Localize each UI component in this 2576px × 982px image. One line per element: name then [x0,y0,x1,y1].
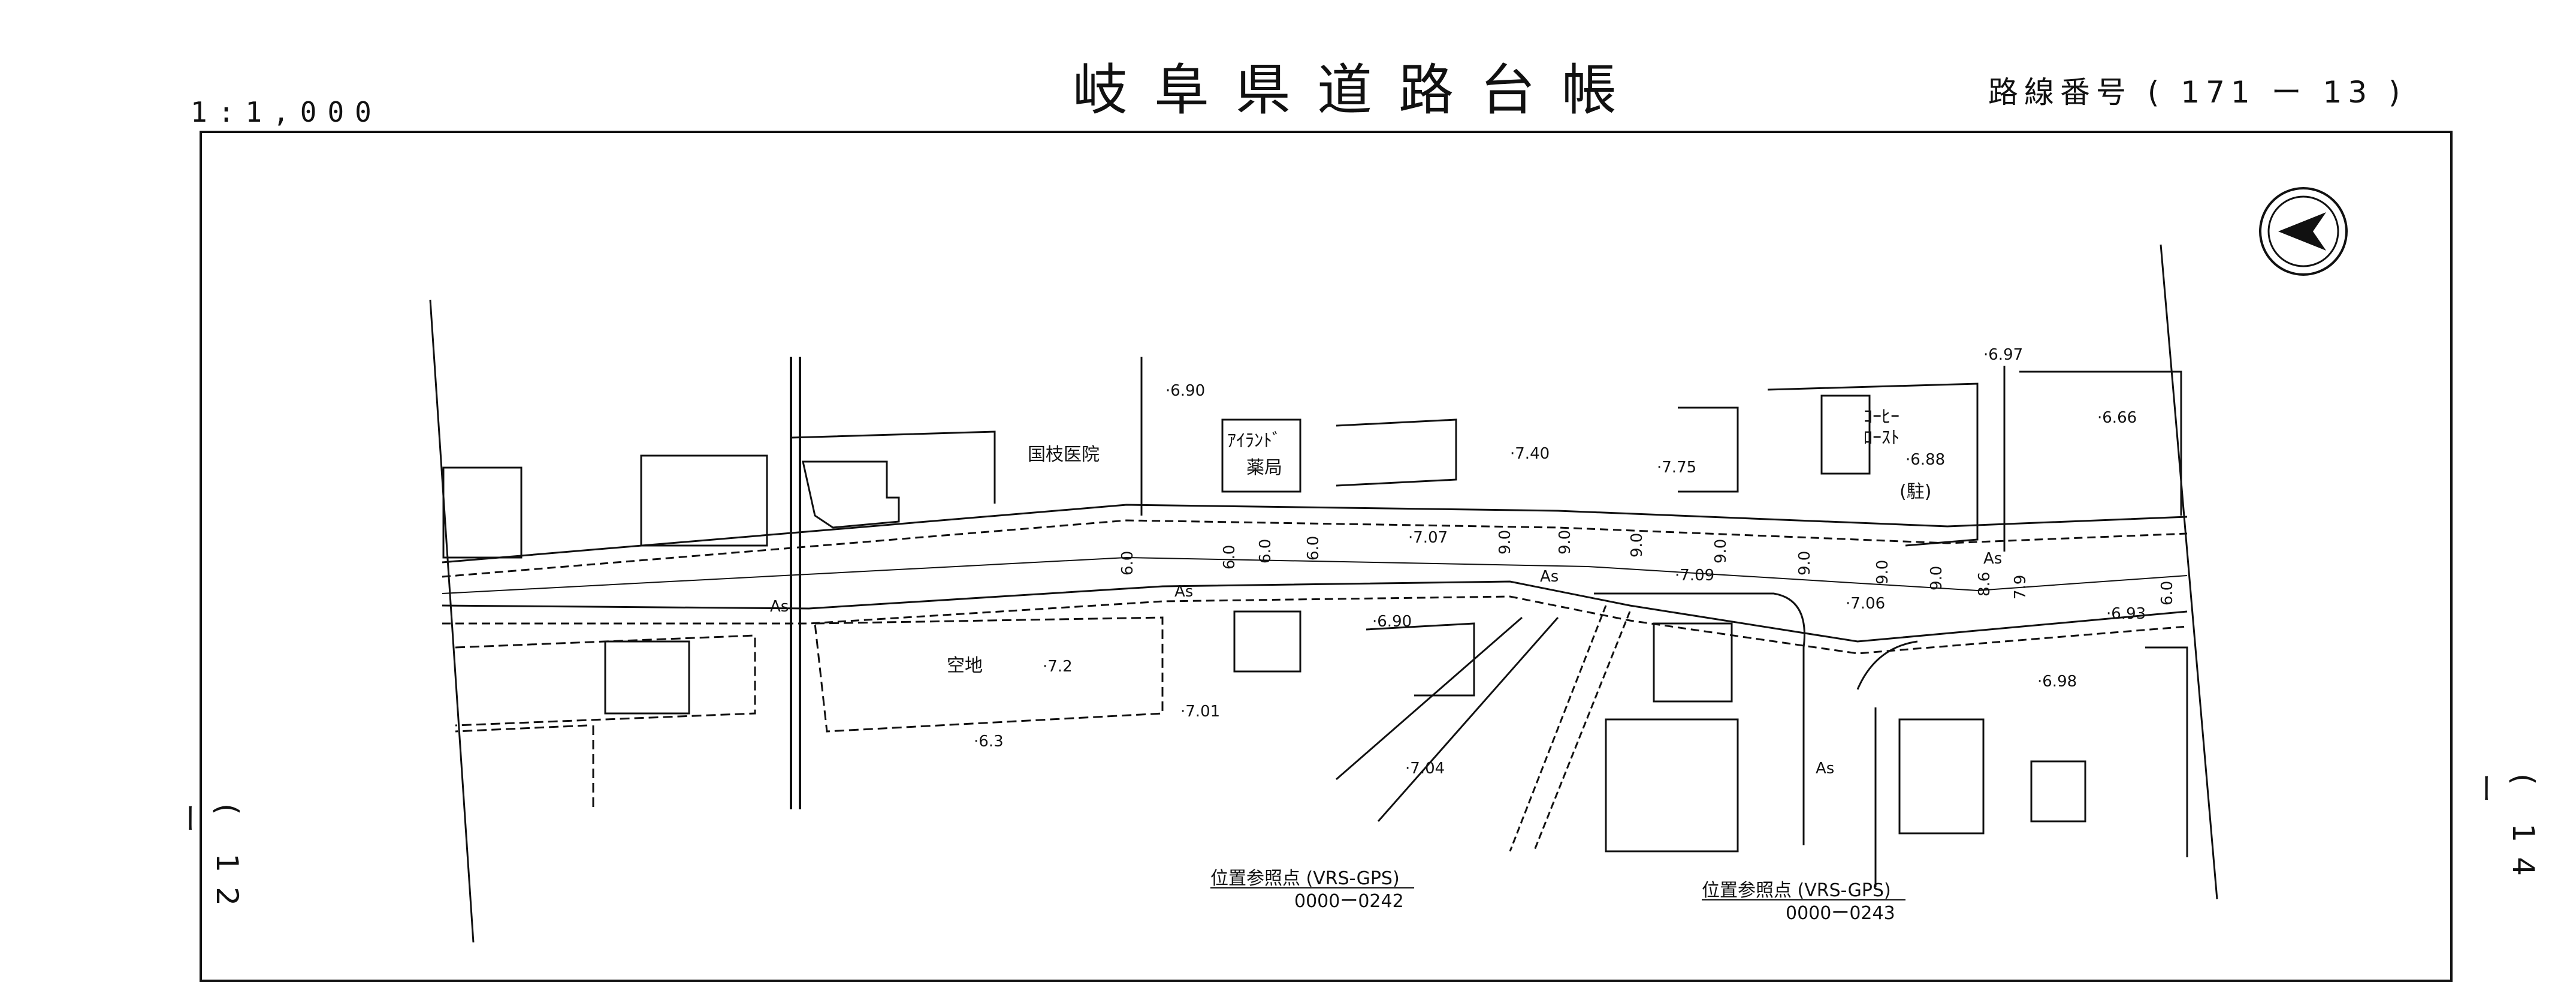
elevation-label: ·6.90 [1372,613,1412,631]
label-vacant-lot: 空地 [947,655,983,676]
elevation-label: ·7.40 [1510,445,1550,463]
building-south-1 [604,640,690,715]
road-width-label: 9.0 [1712,539,1730,564]
surface-label: As [1540,568,1559,586]
side-road-east [1856,640,1918,887]
road-width-label: 6.0 [1119,551,1137,576]
road-width-label: 9.0 [1628,533,1646,558]
road-width-label: 8.6 [1976,572,1994,597]
building-south-2 [1233,610,1301,673]
adjacent-sheet-right: ( 14 ー [2467,773,2541,891]
elevation-label: ·7.04 [1405,760,1445,778]
road-width-label: 9.0 [1928,566,1946,591]
label-coffee: ﾛｰｽﾄ [1864,427,1899,448]
road-width-label: 7.9 [2012,575,2030,600]
elevation-label: ·6.97 [1983,346,2023,364]
parcel-south-east [1594,592,1805,845]
parcel-vacant [814,616,1164,733]
reference-point-label: 位置参照点 (VRS-GPS) [1210,868,1400,889]
elevation-label: ·6.98 [2037,673,2077,691]
building-north-3 [802,460,900,529]
parcel-south-mid [1366,622,1475,697]
road-width-label: 6.0 [1304,536,1322,561]
elevation-label: ·7.07 [1408,529,1448,547]
parcel-coffee [1767,382,1979,547]
road-edge-south [442,580,2188,643]
label-coffee: ｺｰﾋｰ [1864,406,1899,427]
reference-point-id: 0000ー0242 [1294,891,1404,912]
coverage-boundary-left [429,299,475,942]
building-south-east-1 [1898,718,1985,835]
route-value: ( 171 ー 13 ) [2147,75,2406,110]
reference-point-id: 0000ー0243 [1786,903,1895,924]
route-label: 路線番号 [1988,75,2132,110]
building-coffee [1820,394,1871,475]
building-north-2 [640,454,768,547]
parcel-north-mid [1336,418,1457,487]
road-centerline [442,556,2188,594]
parcel-clinic [790,430,996,504]
surface-label: As [1983,550,2002,568]
surface-label: As [1816,760,1834,778]
parcel-south-east2 [2145,646,2188,857]
road-width-label: 9.0 [1496,530,1514,555]
label-pharmacy: 薬局 [1246,457,1282,478]
elevation-label: ·6.3 [974,733,1004,751]
label-clinic: 国枝医院 [1028,444,1100,465]
surface-label: As [1174,583,1193,601]
elevation-label: ·7.09 [1675,567,1714,585]
road-width-label: 9.0 [1874,560,1892,585]
building-north-1 [442,466,523,559]
coverage-boundary-right [2160,244,2218,900]
railway-line [790,357,801,809]
north-arrow-icon [2259,187,2348,276]
road-edge-south-sidewalk [442,595,2188,655]
parcel-north-mid2 [1678,406,1739,493]
route-number: 路線番号 ( 171 ー 13 ) [1988,68,2406,112]
surface-label: As [770,598,789,616]
road-width-label: 6.0 [2158,581,2176,606]
label-parking: (駐) [1899,481,1931,502]
elevation-label: ·7.75 [1657,459,1696,477]
elevation-label: ·6.66 [2097,409,2137,427]
elevation-label: ·6.90 [1165,382,1205,400]
elevation-label: ·7.06 [1846,595,1885,613]
road-width-label: 9.0 [1796,551,1814,576]
building-pharmacy [1221,418,1301,493]
road-width-label: 6.0 [1221,545,1239,570]
side-road-diagonal [1509,605,1631,852]
label-pharmacy: ｱｲﾗﾝﾄﾞ [1227,430,1281,451]
elevation-label: ·7.01 [1180,703,1220,721]
side-road-west [1336,616,1559,822]
parcel-south-west [455,634,756,727]
reference-point-label: 位置参照点 (VRS-GPS) [1702,880,1891,901]
parcel-north-east [2019,370,2182,516]
adjacent-sheet-left: ( 12 ー [171,803,244,921]
elevation-label: ·6.88 [1905,451,1945,469]
parcel-south-west2 [455,724,594,809]
building-south-3 [1653,622,1733,703]
building-south-east-2 [2030,760,2086,823]
road-edge-north [442,504,2188,564]
elevation-label: ·6.93 [2106,605,2146,623]
building-south-4 [1605,718,1739,853]
elevation-label: ·7.2 [1043,658,1073,676]
road-edge-north-sidewalk [442,519,2188,578]
road-width-label: 9.0 [1556,530,1574,555]
map-title: 岐阜県道路台帳 [1073,58,1644,122]
road-width-label: 6.0 [1257,539,1275,564]
map-scale: 1:1,000 [191,96,382,128]
